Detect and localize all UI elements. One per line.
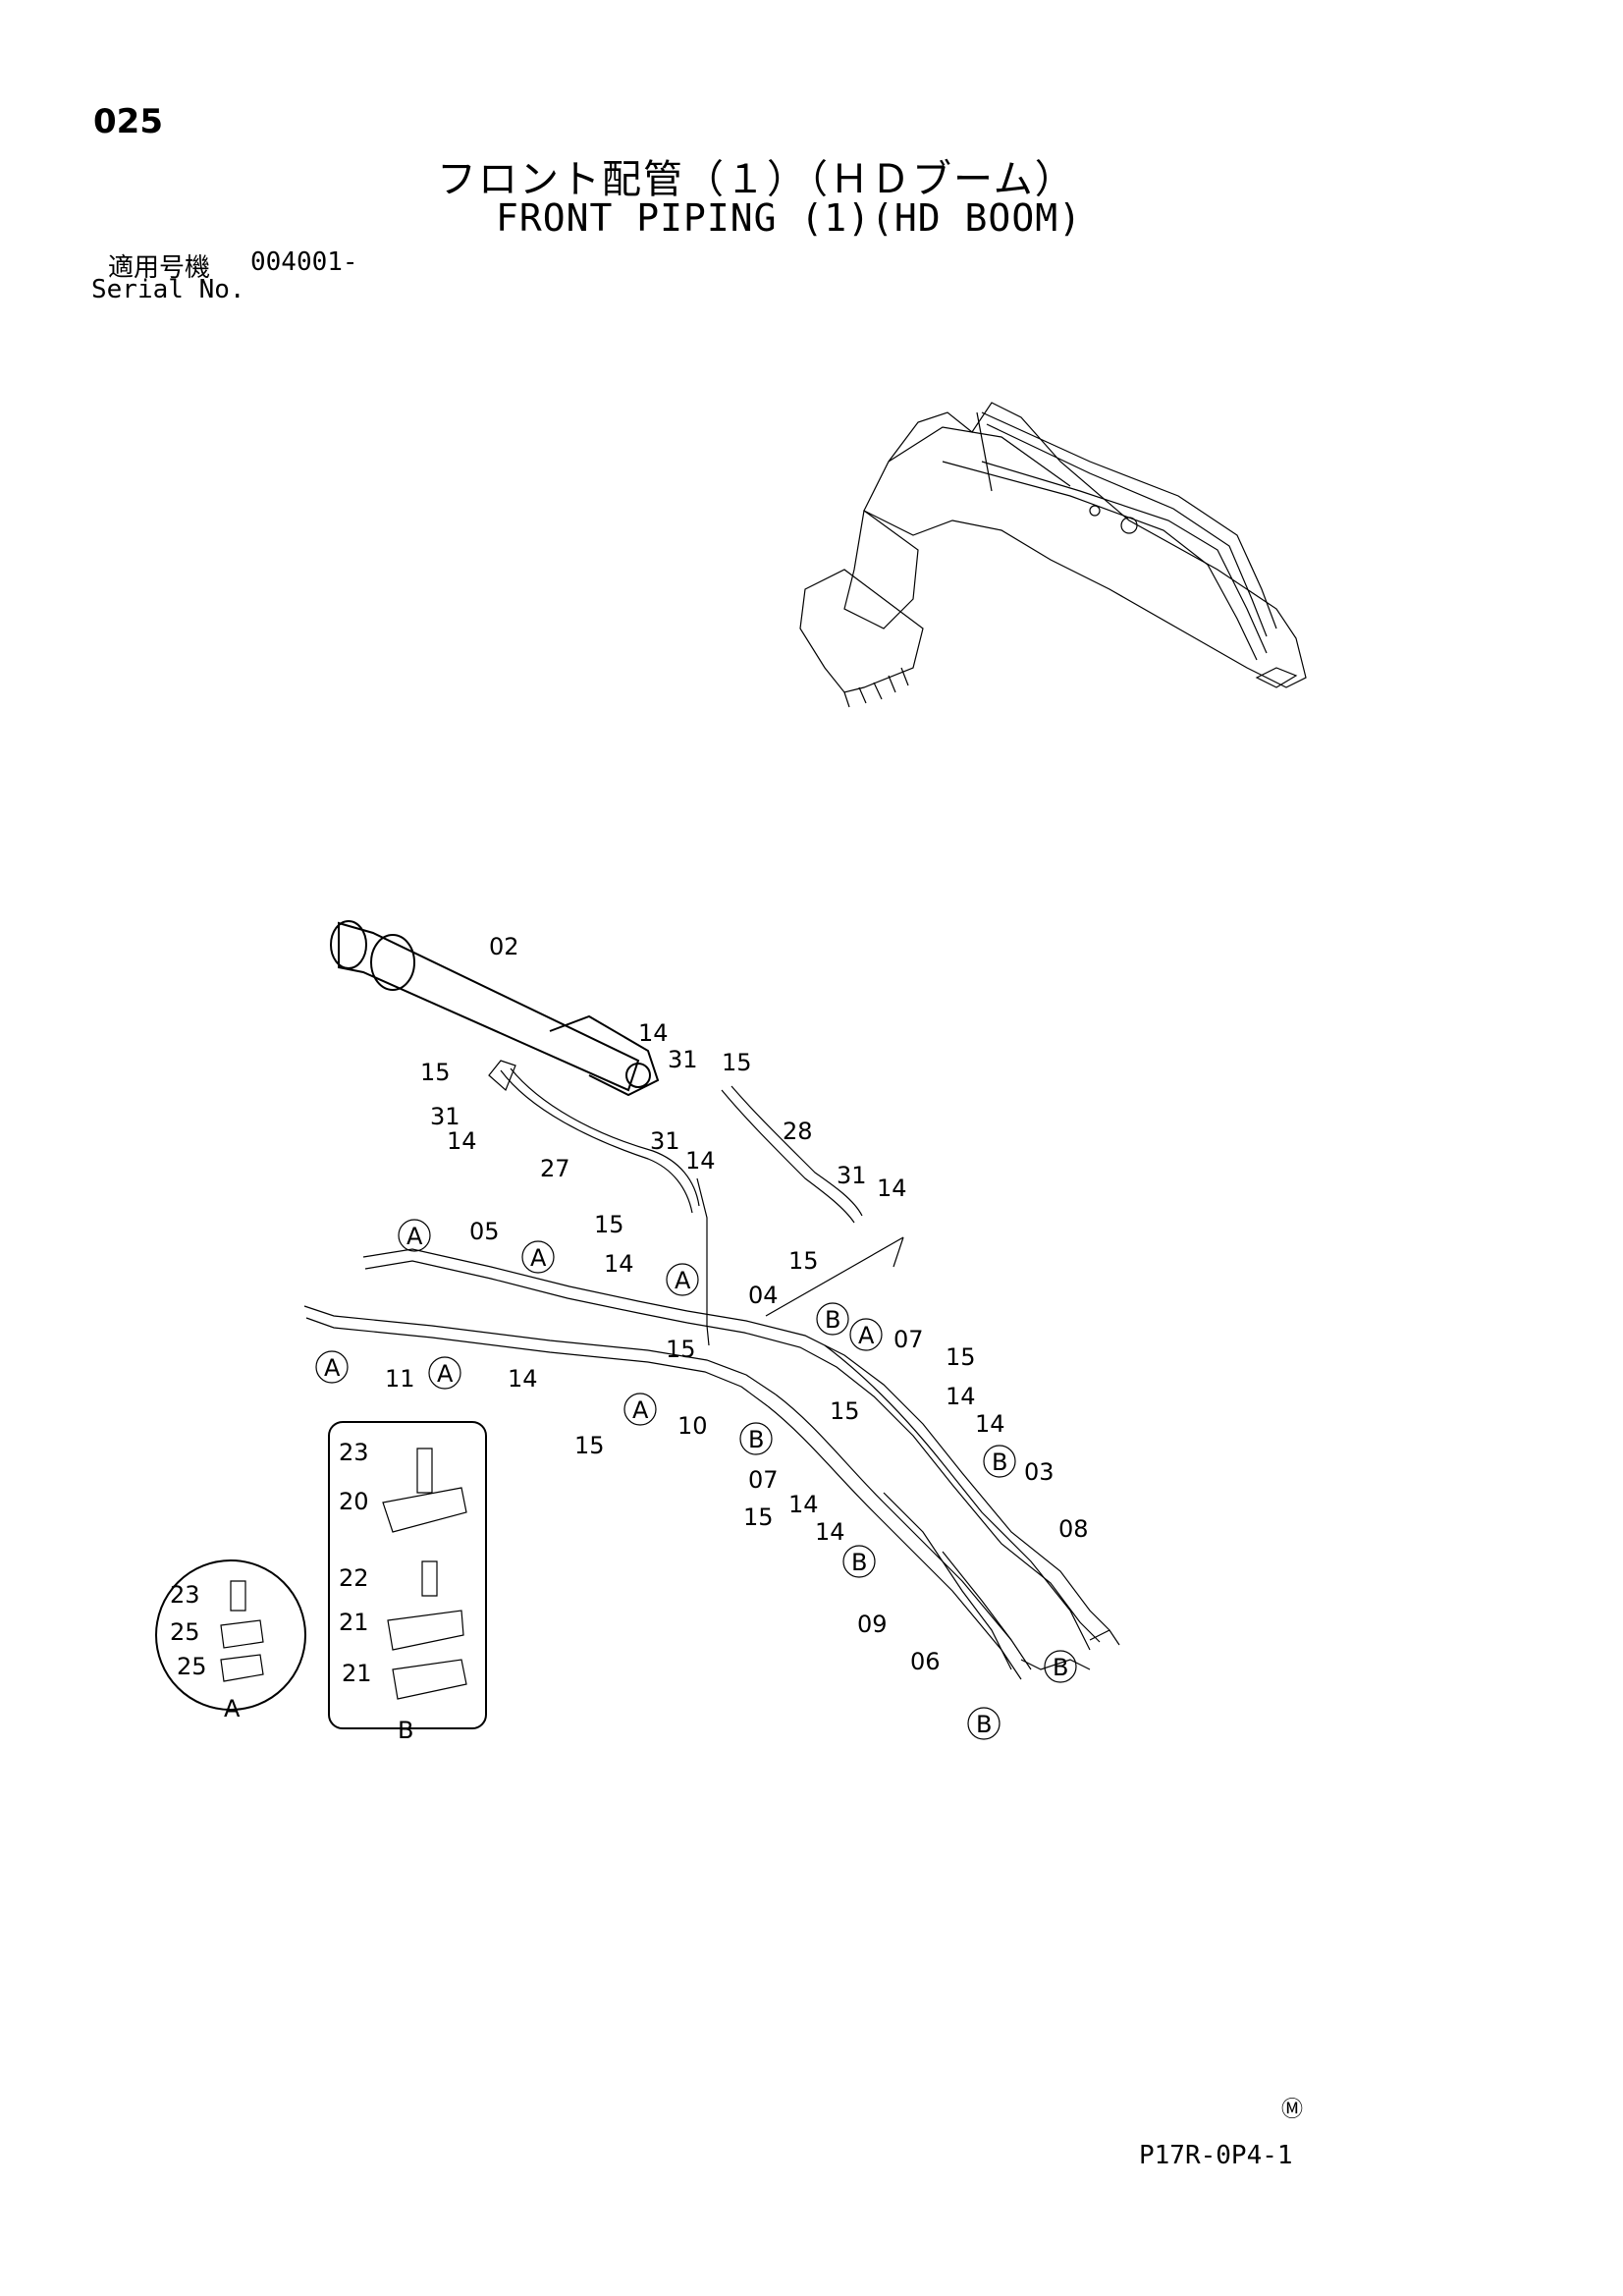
callout-07: 07	[748, 1466, 779, 1494]
callout-08: 08	[1058, 1515, 1089, 1543]
hose-27	[488, 1060, 700, 1214]
callout-31: 31	[430, 1103, 460, 1130]
serial-label-english: Serial No.	[91, 275, 245, 304]
boom-cylinder	[330, 920, 660, 1097]
marker-a: A	[632, 1396, 649, 1424]
callout-10: 10	[677, 1412, 708, 1440]
pipe-05	[362, 1248, 688, 1324]
marker-a: A	[530, 1244, 547, 1272]
detail-a-circle	[155, 1559, 306, 1711]
callout-27: 27	[540, 1155, 570, 1182]
callout-11: 11	[385, 1365, 415, 1393]
callout-14: 14	[685, 1147, 716, 1175]
marker-a: A	[437, 1360, 454, 1388]
serial-number-value: 004001-	[250, 247, 358, 277]
callout-15: 15	[788, 1247, 819, 1275]
reference-marker-labels: A A A A A A B A B B B B B	[324, 1223, 1068, 1738]
callout-23: 23	[339, 1439, 369, 1466]
marker-b: B	[825, 1306, 840, 1334]
callout-15: 15	[420, 1059, 451, 1086]
callout-15: 15	[743, 1503, 774, 1531]
detail-box-b	[328, 1421, 487, 1729]
callout-14: 14	[877, 1175, 907, 1202]
marker-b: B	[748, 1426, 764, 1453]
callout-21: 21	[342, 1660, 372, 1687]
callout-25: 25	[177, 1653, 207, 1680]
callout-14: 14	[815, 1518, 845, 1546]
serial-label-japanese: 適用号機	[108, 253, 211, 283]
marker-a: A	[675, 1267, 691, 1294]
callout-04: 04	[748, 1282, 779, 1309]
callout-09: 09	[857, 1611, 888, 1638]
callout-31: 31	[650, 1127, 680, 1155]
callout-23: 23	[170, 1581, 200, 1609]
callout-28: 28	[783, 1118, 813, 1145]
callout-14: 14	[508, 1365, 538, 1393]
detail-b-label: B	[398, 1717, 413, 1744]
callout-20: 20	[339, 1488, 369, 1515]
callout-14: 14	[447, 1127, 477, 1155]
pipe-09-06	[883, 1492, 1120, 1670]
pipe-11-10	[303, 1305, 1032, 1680]
callout-15: 15	[946, 1343, 976, 1371]
callout-14: 14	[788, 1491, 819, 1518]
callout-05: 05	[469, 1218, 500, 1245]
marker-a: A	[858, 1322, 875, 1349]
leader-lines	[696, 1177, 904, 1346]
callout-labels: 02 14 31 15 15 31 14 27 31 14 15 28 31 1…	[170, 933, 1089, 1687]
callout-14: 14	[604, 1250, 634, 1278]
drawing-code: P17R-0P4-1	[1139, 2141, 1293, 2170]
page-number: 025	[93, 102, 163, 141]
callout-07: 07	[893, 1326, 924, 1353]
excavator-overview-sketch	[799, 402, 1307, 708]
marker-b: B	[851, 1549, 867, 1576]
mark-symbol: Ⓜ	[1281, 2098, 1304, 2122]
callout-15: 15	[666, 1336, 696, 1363]
callout-03: 03	[1024, 1458, 1055, 1486]
page-title-english: FRONT PIPING (1)(HD BOOM)	[496, 196, 1082, 240]
callout-02: 02	[489, 933, 519, 960]
callout-31: 31	[668, 1046, 698, 1073]
callout-21: 21	[339, 1609, 369, 1636]
callout-06: 06	[910, 1648, 941, 1675]
callout-15: 15	[722, 1049, 752, 1076]
marker-a: A	[324, 1354, 341, 1382]
marker-b: B	[992, 1449, 1007, 1476]
marker-b: B	[1053, 1654, 1068, 1681]
callout-22: 22	[339, 1564, 369, 1592]
callout-15: 15	[574, 1432, 605, 1459]
detail-labels: A B	[224, 1695, 413, 1744]
callout-15: 15	[830, 1397, 860, 1425]
reference-markers	[315, 1219, 1077, 1740]
callout-25: 25	[170, 1618, 200, 1646]
page-title-japanese: フロント配管（１）（ＨＤブーム）	[437, 157, 1076, 202]
callout-15: 15	[594, 1211, 624, 1238]
callout-14: 14	[946, 1383, 976, 1410]
marker-a: A	[406, 1223, 423, 1250]
marker-b: B	[976, 1711, 992, 1738]
callout-14: 14	[975, 1410, 1005, 1438]
detail-parts	[220, 1448, 467, 1700]
pipe-04-07-03	[686, 1310, 1110, 1651]
callout-31: 31	[837, 1162, 867, 1189]
detail-a-label: A	[224, 1695, 241, 1722]
hose-28	[721, 1085, 863, 1224]
callout-14: 14	[638, 1019, 669, 1047]
